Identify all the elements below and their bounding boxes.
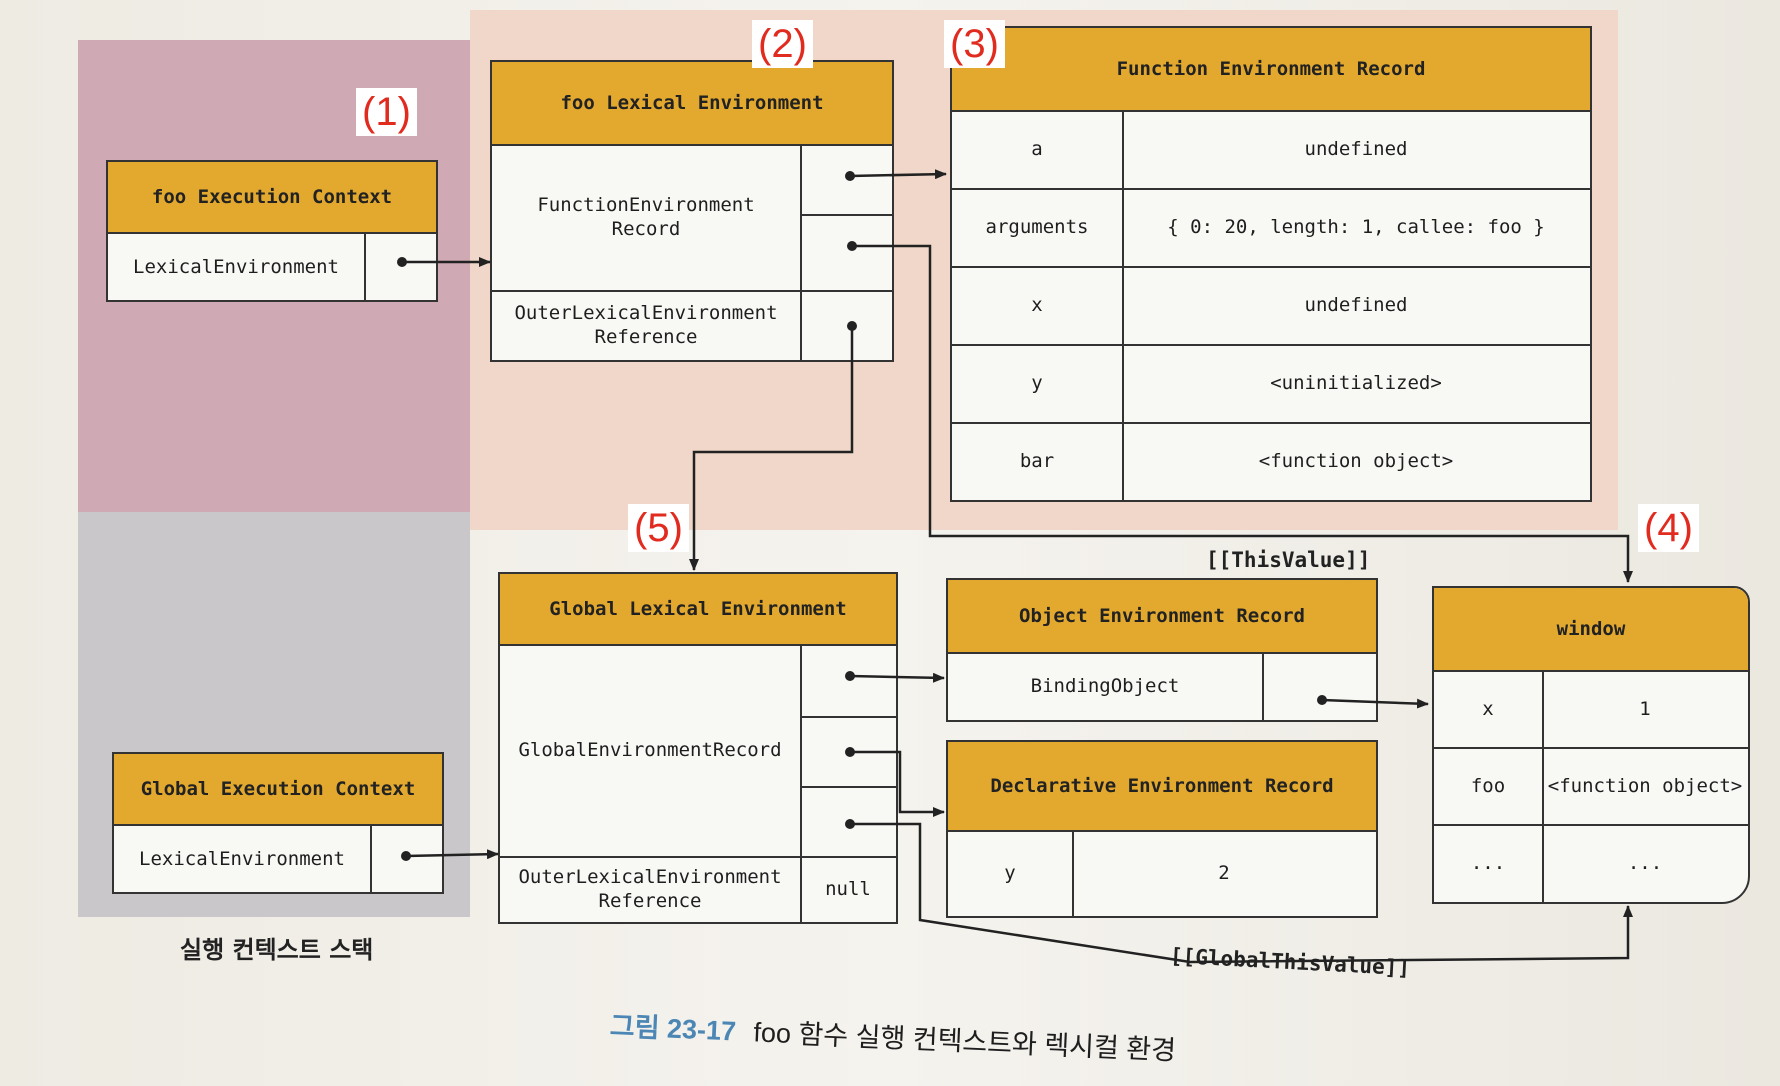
window-row-rest-value: ... [1627, 851, 1663, 874]
object-environment-record-title: Object Environment Record [948, 580, 1376, 654]
fer-row-x-value: undefined [1304, 294, 1408, 316]
marker-2: (2) [752, 20, 813, 68]
foo-outer-reference-field: OuterLexicalEnvironment Reference [514, 302, 778, 348]
pointer-dot [845, 747, 855, 757]
divider [492, 290, 892, 292]
fer-row-x-key: x [1031, 294, 1043, 316]
pointer-dot [397, 257, 407, 267]
pointer-dot [401, 851, 411, 861]
foo-ec-lexical-environment-field: LexicalEnvironment [133, 256, 339, 278]
fer-row-a-value: undefined [1304, 138, 1408, 160]
global-lexical-environment-title: Global Lexical Environment [500, 574, 896, 646]
window-row-x-key: x [1482, 697, 1494, 720]
divider [1122, 110, 1124, 500]
foo-execution-context: foo Execution Context LexicalEnvironment [106, 160, 438, 302]
divider [1072, 830, 1074, 916]
divider [370, 824, 372, 894]
this-value-arrow [852, 244, 1633, 583]
fer-row-arguments-value: { 0: 20, length: 1, callee: foo } [1167, 216, 1545, 238]
binding-object-field: BindingObject [1030, 675, 1180, 697]
foo-function-environment-record-field: FunctionEnvironment Record [537, 194, 755, 240]
divider [952, 422, 1590, 424]
marker-4: (4) [1638, 504, 1699, 552]
fer-row-a-key: a [1031, 138, 1043, 160]
marker-1: (1) [356, 88, 417, 136]
divider [800, 786, 896, 788]
global-environment-record-field: GlobalEnvironmentRecord [518, 739, 782, 761]
fer-row-y-key: y [1031, 372, 1043, 394]
pointer-dot [845, 671, 855, 681]
der-row-y-key: y [1004, 862, 1016, 884]
pointer-dot [845, 171, 855, 181]
global-ec-to-global-lexical-arrow [405, 849, 499, 860]
foo-outer-to-global-lexical-arrow [689, 326, 854, 571]
divider [500, 856, 896, 858]
divider [952, 266, 1590, 268]
global-lexical-environment: Global Lexical Environment GlobalEnviron… [498, 572, 898, 924]
declarative-environment-record-title: Declarative Environment Record [948, 742, 1376, 832]
execution-context-stack-label: 실행 컨텍스트 스택 [180, 936, 374, 964]
divider [1434, 824, 1748, 826]
declarative-environment-record: Declarative Environment Record y 2 [946, 740, 1378, 918]
divider [1434, 747, 1748, 749]
foo-execution-context-title: foo Execution Context [108, 162, 436, 234]
function-environment-record-title: Function Environment Record [952, 28, 1590, 112]
fer-row-arguments-key: arguments [985, 216, 1089, 238]
global-outer-reference-field: OuterLexicalEnvironment Reference [518, 866, 782, 912]
foo-lexical-environment: foo Lexical Environment FunctionEnvironm… [490, 60, 894, 362]
fer-row-y-value: <uninitialized> [1270, 372, 1442, 394]
global-record-to-declarative-record-arrow [850, 750, 945, 817]
window-row-foo-key: foo [1470, 774, 1506, 797]
object-environment-record: Object Environment Record BindingObject [946, 578, 1378, 722]
window-object-title: window [1434, 588, 1748, 672]
fer-row-bar-value: <function object> [1258, 450, 1454, 472]
function-environment-record: Function Environment Record a undefined … [950, 26, 1592, 502]
divider [1262, 652, 1264, 720]
window-object: window x 1 foo <function object> ... ... [1432, 586, 1750, 904]
global-outer-reference-null: null [825, 878, 871, 900]
global-this-value-arrow [850, 822, 1633, 964]
figure-caption-label: 그림 23-17 [609, 1011, 737, 1047]
divider [952, 344, 1590, 346]
der-row-y-value: 2 [1218, 862, 1230, 884]
binding-object-to-window-arrow [1321, 698, 1429, 709]
global-ec-lexical-environment-field: LexicalEnvironment [139, 848, 345, 870]
divider [364, 232, 366, 302]
divider [800, 214, 892, 216]
window-row-foo-value: <function object> [1547, 774, 1743, 797]
divider [800, 644, 802, 922]
marker-3: (3) [944, 20, 1005, 68]
divider [1542, 670, 1544, 902]
pointer-dot [847, 321, 857, 331]
marker-5: (5) [628, 504, 689, 552]
global-record-to-object-record-arrow [849, 672, 945, 683]
foo-record-to-function-record-arrow [849, 169, 947, 180]
divider [952, 188, 1590, 190]
pointer-dot [1317, 695, 1327, 705]
this-value-label: [[ThisValue]] [1206, 548, 1371, 572]
global-execution-context-title: Global Execution Context [114, 754, 442, 826]
divider [800, 144, 802, 360]
divider [800, 716, 896, 718]
fer-row-bar-key: bar [1019, 450, 1055, 472]
window-row-x-value: 1 [1639, 697, 1651, 720]
pointer-dot [845, 819, 855, 829]
global-execution-context: Global Execution Context LexicalEnvironm… [112, 752, 444, 894]
foo-lexical-environment-title: foo Lexical Environment [492, 62, 892, 146]
pointer-dot [847, 241, 857, 251]
window-row-rest-key: ... [1470, 851, 1506, 874]
